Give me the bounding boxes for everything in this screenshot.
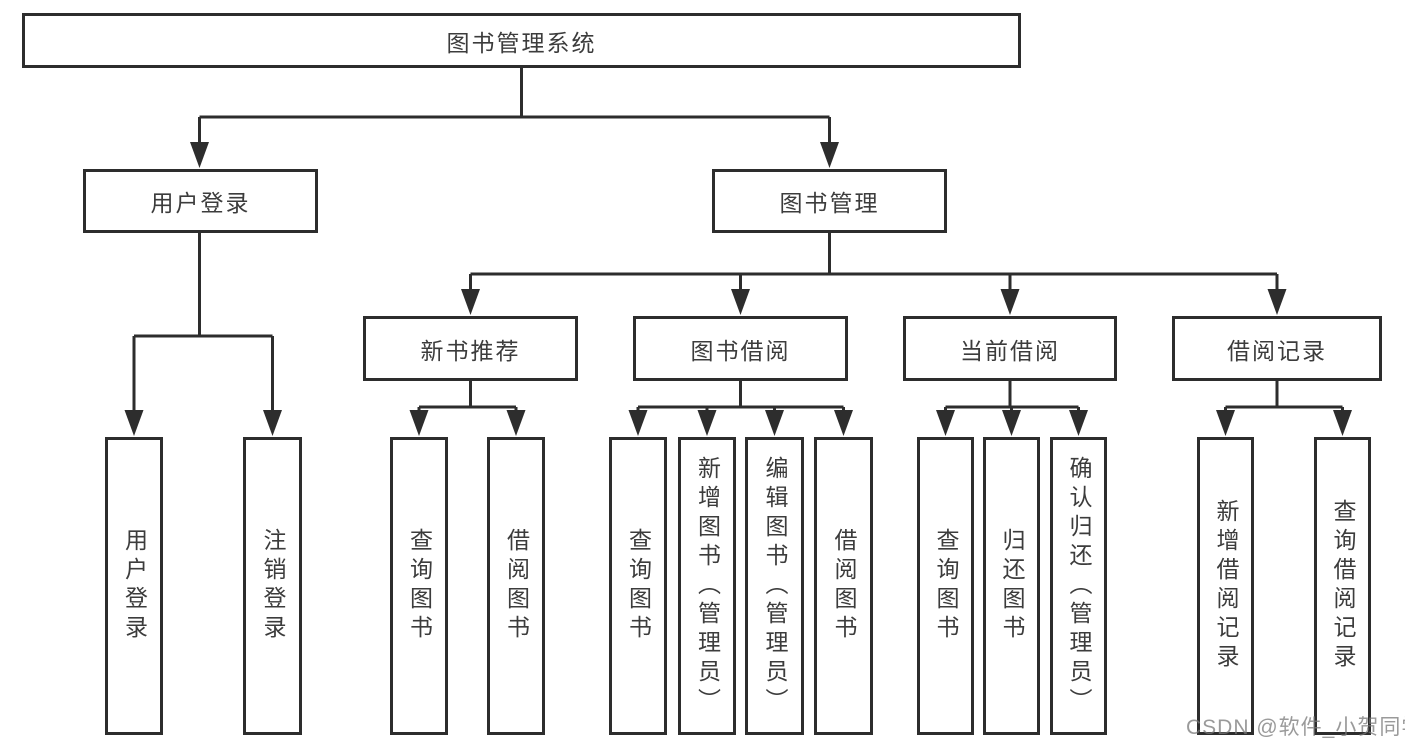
leaf-borrowing-borrow-books: 借阅图书 [814, 437, 873, 735]
leaf-query-borrow-record: 查询借阅记录 [1314, 437, 1371, 735]
connector-records-children [1224, 381, 1344, 430]
node-current-borrowing-label: 当前借阅 [960, 337, 1060, 364]
arrowhead-icon [1333, 410, 1352, 436]
leaf-return-book: 归还图书 [983, 437, 1040, 735]
arrowhead-icon [506, 410, 526, 436]
node-current-borrowing: 当前借阅 [903, 316, 1117, 381]
arrowhead-icon [190, 142, 209, 168]
arrowhead-icon [936, 410, 955, 436]
node-user-login: 用户登录 [83, 169, 318, 233]
leaf-borrowing-query-books-label: 查询图书 [625, 528, 652, 644]
leaf-return-book-label: 归还图书 [999, 528, 1025, 644]
connector-recommend-children [417, 381, 518, 430]
leaf-recommend-borrow-books-label: 借阅图书 [503, 528, 530, 644]
leaf-recommend-borrow-books: 借阅图书 [487, 437, 545, 735]
node-user-login-label: 用户登录 [150, 190, 251, 216]
arrowhead-icon [628, 410, 648, 436]
leaf-add-book-admin: 新增图书（管理员） [678, 437, 736, 735]
leaf-current-query-books: 查询图书 [917, 437, 974, 735]
csdn-watermark: CSDN @软件_小贺同学 [1186, 716, 1405, 739]
arrowhead-icon [834, 410, 853, 436]
leaf-confirm-return-admin: 确认归还（管理员） [1050, 437, 1107, 735]
leaf-add-borrow-record: 新增借阅记录 [1197, 437, 1254, 735]
leaf-recommend-query-books: 查询图书 [390, 437, 448, 735]
arrowhead-icon [731, 289, 750, 315]
arrowhead-icon [1216, 410, 1235, 436]
leaf-current-query-books-label: 查询图书 [933, 528, 959, 644]
arrowhead-icon [1069, 410, 1088, 436]
leaf-recommend-query-books-label: 查询图书 [406, 528, 433, 644]
connector-login-children [132, 233, 274, 430]
leaf-confirm-return-admin-label: 确认归还（管理员） [1066, 455, 1092, 717]
leaf-borrowing-query-books: 查询图书 [609, 437, 667, 735]
arrowhead-icon [1267, 289, 1287, 315]
leaf-query-borrow-record-label: 查询借阅记录 [1330, 499, 1356, 673]
node-book-borrowing: 图书借阅 [633, 316, 848, 381]
arrowhead-icon [1002, 410, 1021, 436]
arrowheads [124, 142, 1352, 436]
node-new-book-recommend: 新书推荐 [363, 316, 578, 381]
node-book-management: 图书管理 [712, 169, 947, 233]
arrowhead-icon [409, 410, 429, 436]
leaf-edit-book-admin: 编辑图书（管理员） [745, 437, 804, 735]
node-borrowing-records: 借阅记录 [1172, 316, 1382, 381]
leaf-user-login: 用户登录 [105, 437, 163, 735]
arrowhead-icon [124, 410, 144, 436]
arrowhead-icon [820, 142, 839, 168]
arrowhead-icon [765, 410, 784, 436]
arrowhead-icon [263, 410, 282, 436]
leaf-add-borrow-record-label: 新增借阅记录 [1213, 499, 1239, 673]
arrowhead-icon [1000, 289, 1020, 315]
node-borrowing-records-label: 借阅记录 [1227, 337, 1327, 364]
node-system-root: 图书管理系统 [22, 13, 1021, 68]
connector-root-to-level1 [198, 68, 831, 162]
leaf-user-login-label: 用户登录 [121, 528, 148, 644]
leaf-logout-label: 注销登录 [260, 528, 286, 644]
arrowhead-icon [697, 410, 717, 436]
leaf-logout: 注销登录 [243, 437, 302, 735]
node-new-book-recommend-label: 新书推荐 [420, 337, 521, 364]
leaf-add-book-admin-label: 新增图书（管理员） [694, 455, 721, 717]
node-book-management-label: 图书管理 [779, 190, 880, 216]
connector-borrow-children [636, 381, 845, 430]
arrowhead-icon [461, 289, 480, 315]
leaf-borrowing-borrow-books-label: 借阅图书 [831, 528, 857, 644]
node-system-root-label: 图书管理系统 [446, 29, 597, 56]
node-book-borrowing-label: 图书借阅 [690, 337, 791, 364]
leaf-edit-book-admin-label: 编辑图书（管理员） [762, 455, 788, 717]
connector-management-to-level2 [469, 233, 1279, 310]
